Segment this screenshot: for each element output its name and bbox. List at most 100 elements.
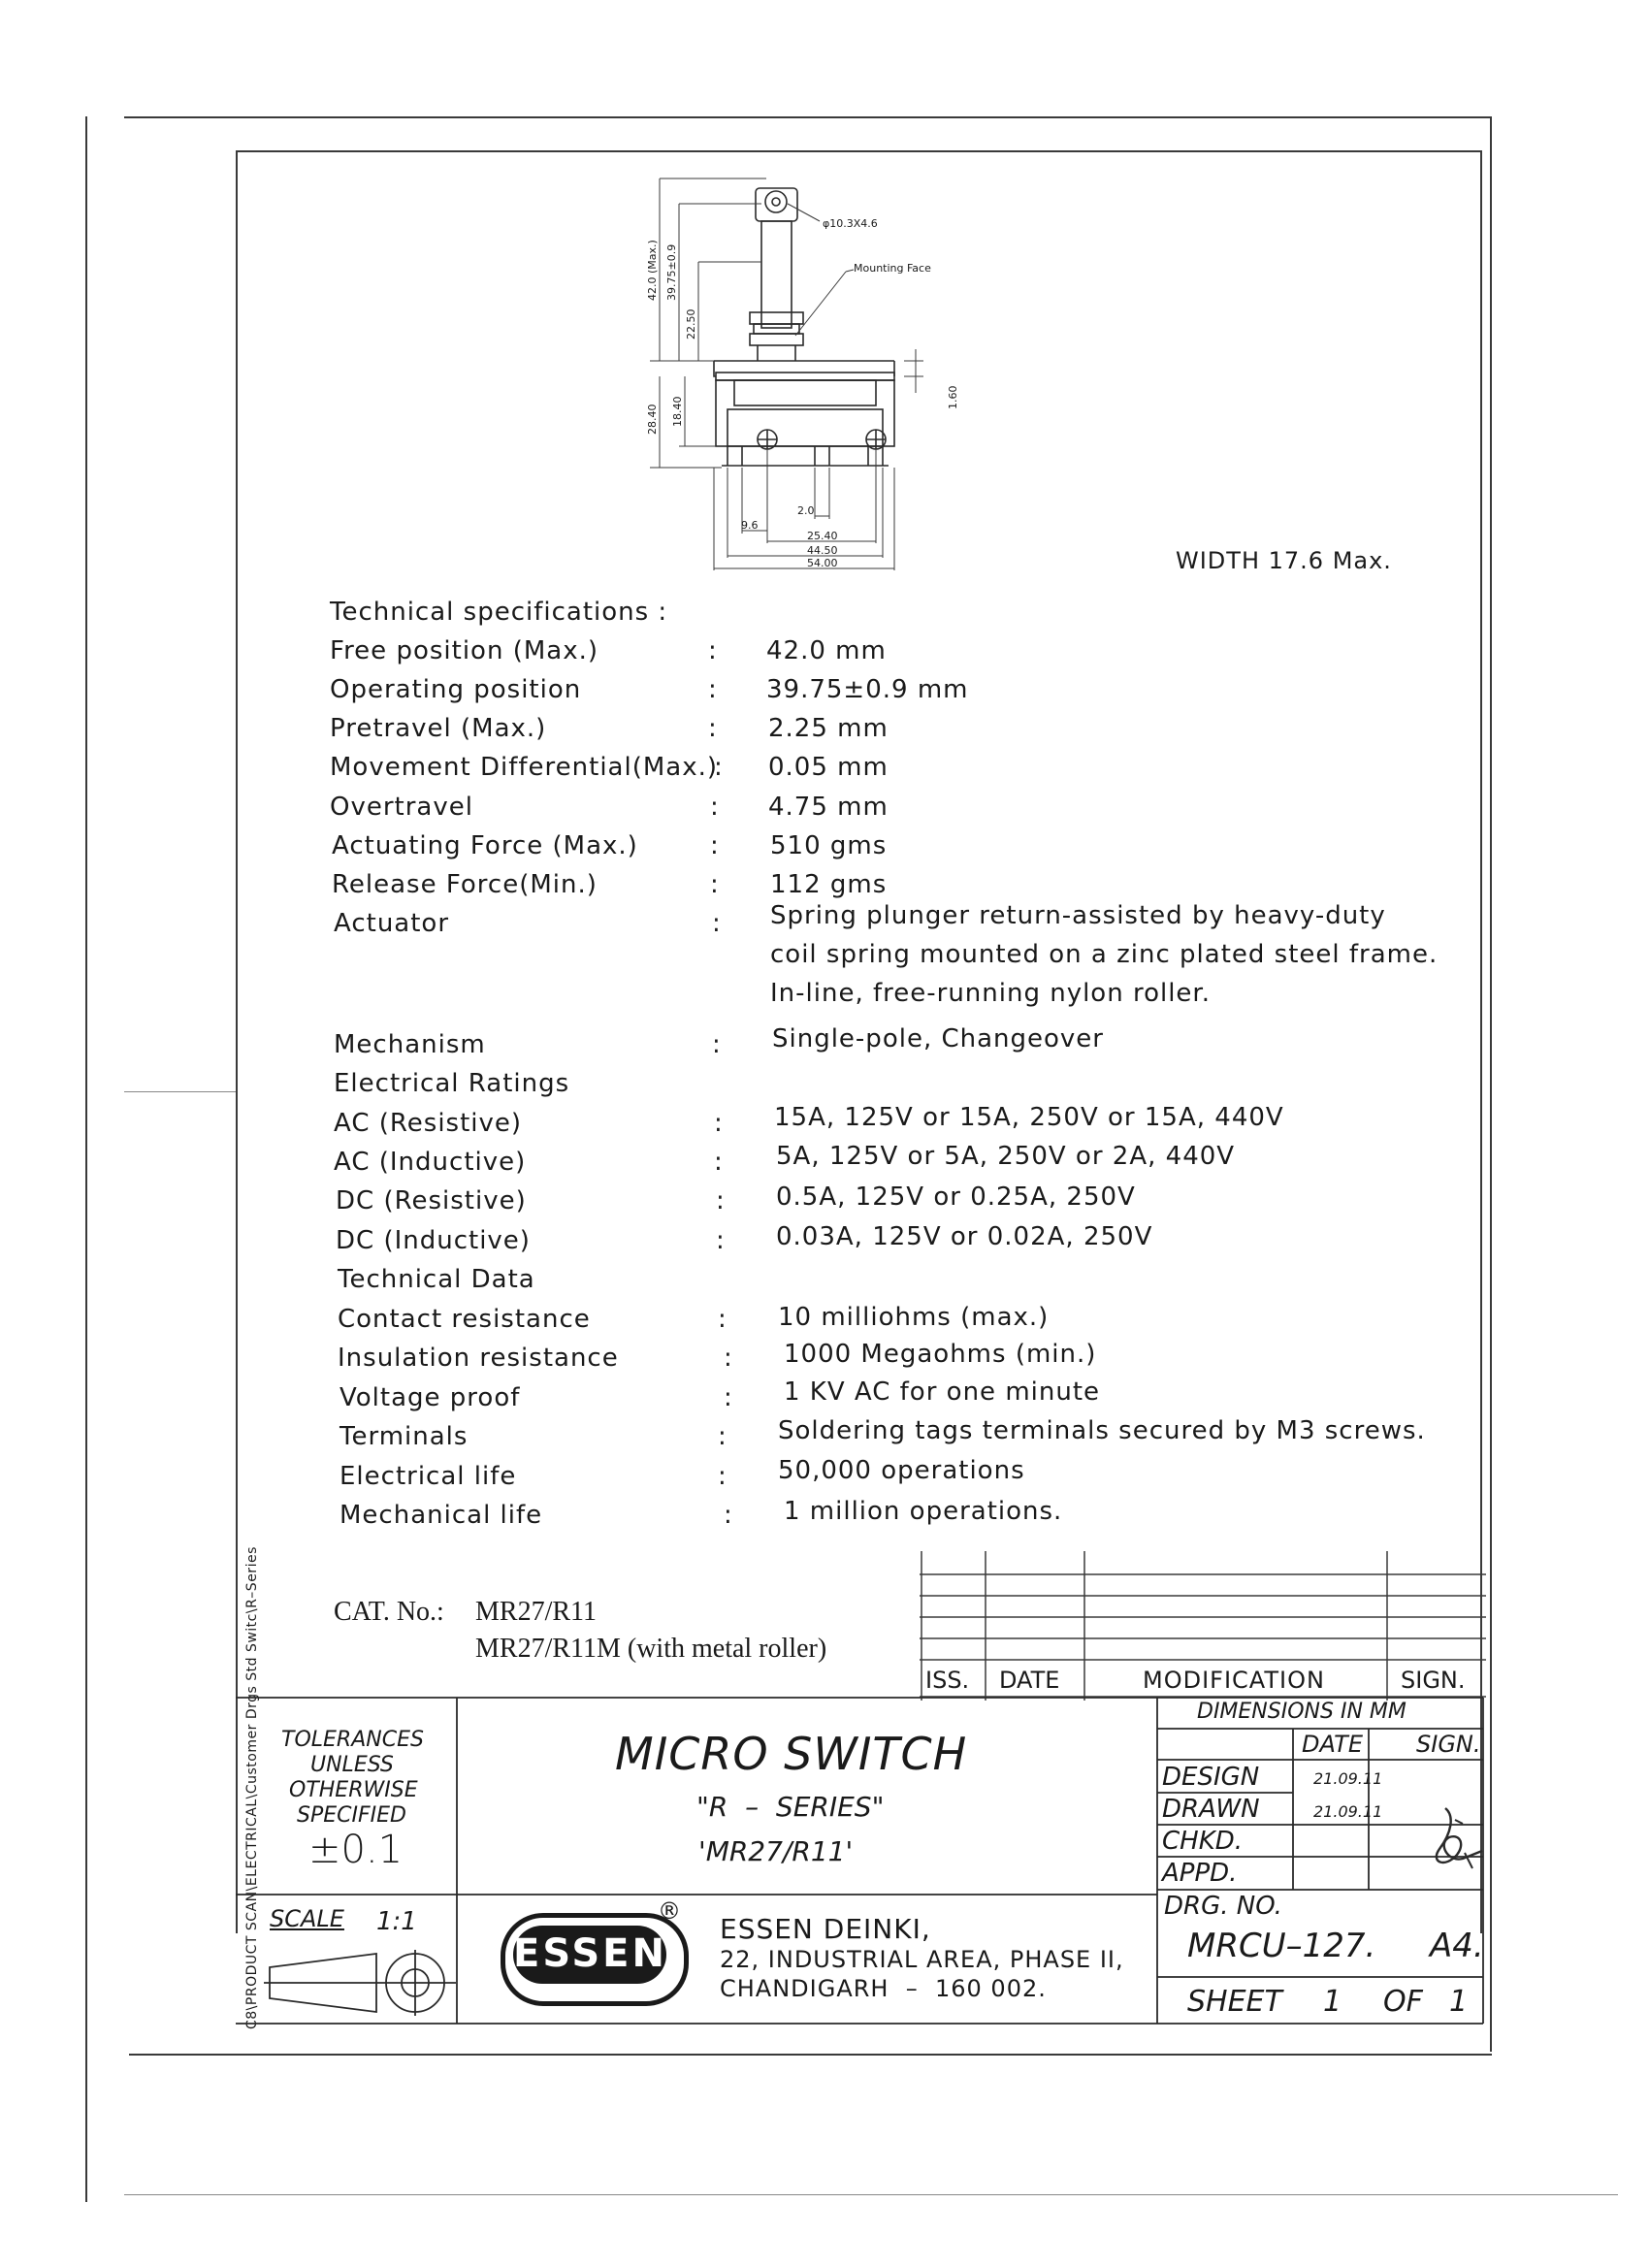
spec-colon: : bbox=[718, 1462, 728, 1491]
spec-label: DC (Inductive) bbox=[336, 1226, 531, 1255]
drawn-label: DRAWN bbox=[1162, 1795, 1260, 1824]
drawing-title: MICRO SWITCH bbox=[615, 1728, 968, 1780]
spec-value: 1 million operations. bbox=[784, 1497, 1063, 1526]
sheet-number: 1 bbox=[1323, 1985, 1342, 2019]
spec-colon: : bbox=[710, 831, 720, 860]
dim-18-label: 18.40 bbox=[671, 397, 684, 428]
spec-label: DC (Resistive) bbox=[336, 1186, 527, 1215]
spec-colon: : bbox=[712, 1030, 722, 1059]
sheet-label: SHEET bbox=[1187, 1985, 1282, 2019]
tolerances-line-4: SPECIFIED bbox=[297, 1803, 406, 1828]
spec-colon: : bbox=[714, 1148, 724, 1177]
spec-value: Single-pole, Changeover bbox=[772, 1024, 1104, 1053]
spec-row-free-position: Free position (Max.) : 42.0 mm bbox=[330, 636, 1494, 675]
spec-colon: : bbox=[708, 675, 718, 704]
catalog-number-2: MR27/R11M (with metal roller) bbox=[475, 1634, 827, 1664]
spec-row-ac-inductive: AC (Inductive) : 5A, 125V or 5A, 250V or… bbox=[330, 1142, 1494, 1186]
spec-colon: : bbox=[710, 870, 720, 899]
spec-row-dc-inductive: DC (Inductive) : 0.03A, 125V or 0.02A, 2… bbox=[330, 1222, 1494, 1265]
spec-value: 2.25 mm bbox=[768, 714, 889, 743]
spec-label: Free position (Max.) bbox=[330, 636, 598, 665]
essen-logo-inner: ESSEN bbox=[513, 1926, 666, 1984]
spec-row-actuator: Actuator : Spring plunger return-assiste… bbox=[330, 901, 1494, 1025]
spec-value: 50,000 operations bbox=[778, 1456, 1025, 1485]
spec-colon: : bbox=[714, 1109, 724, 1138]
drawn-date: 21.09.11 bbox=[1313, 1802, 1383, 1821]
dim-25-4-label: 25.40 bbox=[807, 530, 838, 542]
dim-28-label: 28.40 bbox=[646, 405, 659, 436]
actuator-line-1: Spring plunger return-assisted by heavy-… bbox=[770, 901, 1386, 930]
spec-value: 1000 Megaohms (min.) bbox=[784, 1340, 1097, 1369]
revision-modification-header: MODIFICATION bbox=[1143, 1667, 1325, 1694]
frame-inner-right-line bbox=[1480, 150, 1482, 1933]
spec-row-dc-resistive: DC (Resistive) : 0.5A, 125V or 0.25A, 25… bbox=[330, 1183, 1494, 1225]
electrical-ratings-heading: Electrical Ratings bbox=[334, 1069, 570, 1098]
company-address-2: CHANDIGARH – 160 002. bbox=[720, 1975, 1047, 2002]
spec-label: Electrical life bbox=[340, 1462, 517, 1491]
spec-label: AC (Resistive) bbox=[334, 1109, 523, 1138]
spec-value: 10 milliohms (max.) bbox=[778, 1303, 1050, 1332]
spec-colon: : bbox=[718, 1305, 728, 1334]
essen-logo: ESSEN bbox=[501, 1913, 689, 2006]
spec-row-release-force: Release Force(Min.) : 112 gms bbox=[330, 870, 1494, 909]
spec-row-electrical-life: Electrical life : 50,000 operations bbox=[330, 1456, 1494, 1501]
company-address-1: 22, INDUSTRIAL AREA, PHASE II, bbox=[720, 1946, 1124, 1973]
projection-symbol-icon bbox=[264, 1950, 456, 2016]
spec-value: 0.05 mm bbox=[768, 753, 889, 782]
spec-label: Mechanism bbox=[334, 1030, 486, 1059]
spec-colon: : bbox=[724, 1501, 733, 1530]
spec-value: 4.75 mm bbox=[768, 793, 889, 822]
title-block-grid bbox=[236, 1697, 1484, 2025]
signature-mark bbox=[1435, 1807, 1483, 1869]
scale-label: SCALE bbox=[270, 1905, 344, 1932]
spec-value: 1 KV AC for one minute bbox=[784, 1377, 1101, 1407]
frame-right-line bbox=[1490, 116, 1492, 2052]
spec-colon: : bbox=[724, 1344, 733, 1373]
spec-value: 0.03A, 125V or 0.02A, 250V bbox=[776, 1222, 1153, 1251]
spec-colon: : bbox=[712, 909, 722, 938]
spec-label: Voltage proof bbox=[340, 1383, 521, 1412]
frame-top-line bbox=[124, 116, 1492, 118]
sheet-size: A4. bbox=[1430, 1927, 1484, 1965]
drawing-series: "R – SERIES" bbox=[696, 1791, 885, 1823]
spec-label: AC (Inductive) bbox=[334, 1148, 527, 1177]
dim-roller-label: φ10.3X4.6 bbox=[823, 217, 878, 230]
spec-value: Soldering tags terminals secured by M3 s… bbox=[778, 1416, 1426, 1445]
spec-row-terminals: Terminals : Soldering tags terminals sec… bbox=[330, 1416, 1494, 1461]
sheet-of: OF bbox=[1383, 1985, 1423, 2019]
dim-operating-label: 39.75±0.9 bbox=[665, 244, 678, 301]
spec-colon: : bbox=[716, 1186, 726, 1215]
spec-heading: Technical specifications : bbox=[330, 598, 668, 627]
frame-inner-left-line bbox=[236, 150, 238, 1933]
spec-value: 39.75±0.9 mm bbox=[766, 675, 969, 704]
tolerances-line-3: OTHERWISE bbox=[289, 1778, 418, 1802]
company-name: ESSEN DEINKI, bbox=[720, 1913, 931, 1945]
spec-colon: : bbox=[708, 714, 718, 743]
spec-row-mechanism: Mechanism : Single-pole, Changeover bbox=[330, 1024, 1494, 1069]
spec-value: 5A, 125V or 5A, 250V or 2A, 440V bbox=[776, 1142, 1236, 1171]
spec-label: Terminals bbox=[340, 1422, 469, 1451]
spec-row-insulation-resistance: Insulation resistance : 1000 Megaohms (m… bbox=[330, 1340, 1494, 1382]
spec-colon: : bbox=[708, 636, 718, 665]
dim-44-5-label: 44.50 bbox=[807, 544, 838, 557]
spec-row-movement-differential: Movement Differential(Max.) : 0.05 mm bbox=[330, 753, 1494, 792]
spec-value: 42.0 mm bbox=[766, 636, 887, 665]
dim-1-6-label: 1.60 bbox=[947, 386, 959, 410]
spec-row-ac-resistive: AC (Resistive) : 15A, 125V or 15A, 250V … bbox=[330, 1103, 1494, 1148]
drawing-number-label: DRG. NO. bbox=[1164, 1892, 1282, 1921]
spec-row-mechanical-life: Mechanical life : 1 million operations. bbox=[330, 1497, 1494, 1539]
checked-label: CHKD. bbox=[1162, 1827, 1244, 1856]
revision-table-grid bbox=[920, 1551, 1486, 1701]
spec-row-operating-position: Operating position : 39.75±0.9 mm bbox=[330, 675, 1494, 714]
design-date: 21.09.11 bbox=[1313, 1769, 1383, 1788]
frame-bottom-line bbox=[129, 2054, 1492, 2056]
spec-row-contact-resistance: Contact resistance : 10 milliohms (max.) bbox=[330, 1303, 1494, 1344]
design-label: DESIGN bbox=[1162, 1763, 1260, 1792]
spec-row-actuating-force: Actuating Force (Max.) : 510 gms bbox=[330, 831, 1494, 870]
dim-2-label: 2.0 bbox=[797, 504, 815, 517]
tolerances-line-2: UNLESS bbox=[310, 1753, 394, 1777]
spec-colon: : bbox=[724, 1383, 733, 1412]
dim-54-label: 54.00 bbox=[807, 557, 838, 569]
logo-text: ESSEN bbox=[513, 1931, 667, 1976]
